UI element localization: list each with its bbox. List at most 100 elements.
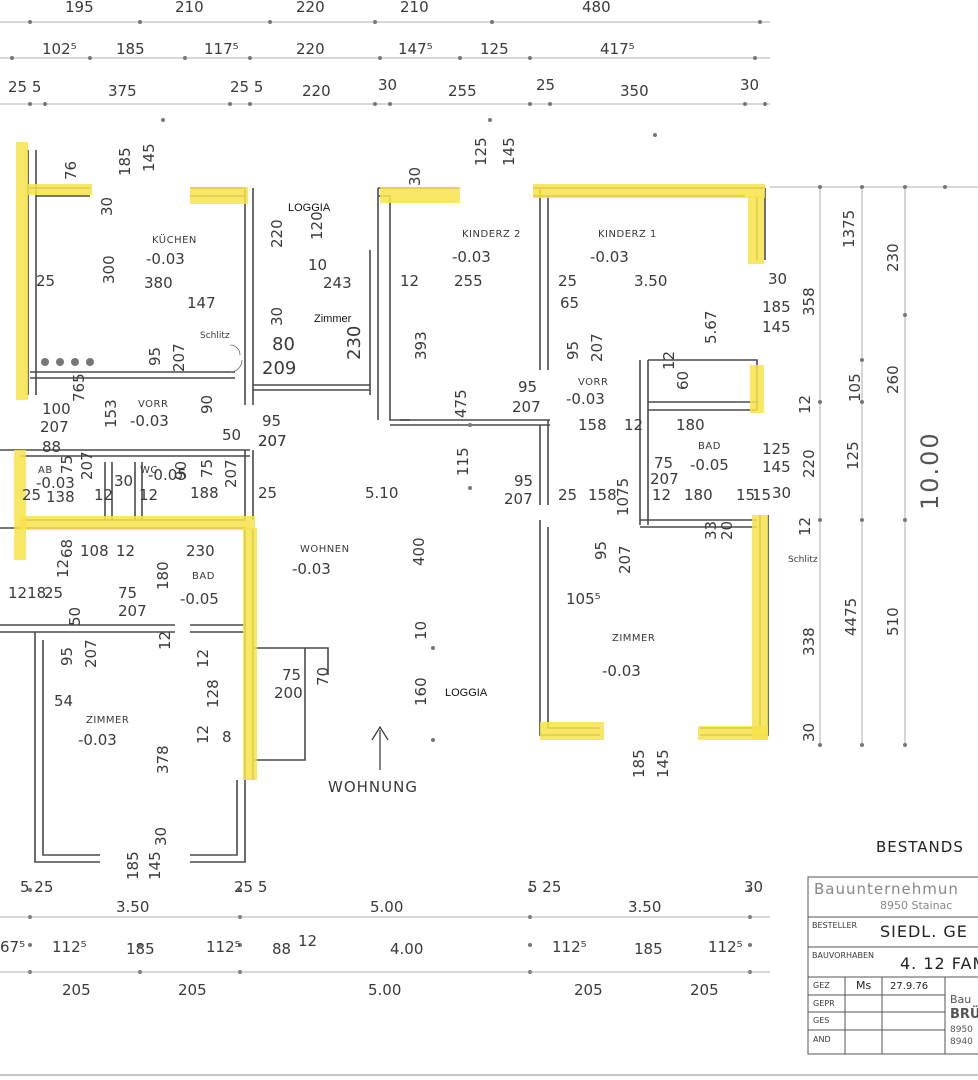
schlitz-label-1: Schlitz: [200, 331, 230, 341]
highlight-left-wall-top: [28, 184, 92, 195]
dim-inner: 50: [222, 426, 242, 444]
dim-top-3: 220: [296, 0, 325, 16]
dim-top3-5: 30: [378, 76, 398, 94]
dim-inner: 475: [452, 389, 470, 418]
dim-inner: 358: [800, 287, 818, 316]
dim-inner: 30: [114, 472, 134, 490]
dim-inner: 125: [762, 440, 791, 458]
room-zimmer-right-name: ZIMMER: [612, 633, 656, 644]
title-block-company: Bauunternehmun: [814, 880, 959, 898]
room-wohnen-level: -0.03: [292, 560, 331, 578]
dim-inner: 25: [36, 272, 56, 290]
dim-bottom3-3: 185: [126, 940, 155, 958]
dim-inner: 105⁵: [566, 590, 601, 608]
dim-inner: 153: [102, 399, 120, 428]
dim-top2-2: 185: [116, 40, 145, 58]
dim-top-1: 195: [65, 0, 94, 16]
dim-inner: 185: [630, 749, 648, 778]
dim-inner: 25: [558, 272, 578, 290]
schlitz-label-2: Schlitz: [788, 555, 818, 565]
dim-inner: 207: [222, 459, 240, 488]
dim-top2-6: 125: [480, 40, 509, 58]
dim-inner: 255: [454, 272, 483, 290]
dim-inner: 12: [94, 486, 114, 504]
dim-inner: 50: [66, 606, 84, 626]
dim-inner: 95: [146, 346, 164, 366]
dim-inner: 230: [344, 325, 365, 360]
dim-inner: 185: [116, 147, 134, 176]
dim-inner: 20: [718, 520, 736, 540]
dim-inner: 8: [222, 728, 232, 746]
dim-inner: 68: [58, 538, 76, 558]
dim-inner: 243: [323, 274, 352, 292]
dim-inner: 108: [80, 542, 109, 560]
dim-inner: 185: [124, 851, 142, 880]
dim-inner: 207: [504, 490, 533, 508]
dim-bottom2-1: 3.50: [116, 898, 150, 916]
dim-inner: 80: [272, 334, 295, 355]
dim-top3-9: 30: [740, 76, 760, 94]
room-vorr-left-level: -0.03: [130, 412, 169, 430]
room-kinderz2-level: -0.03: [452, 248, 491, 266]
title-block-stamp-1: Bau: [950, 993, 972, 1006]
dim-top2-5: 147⁵: [398, 40, 433, 58]
dim-inner: 95: [564, 340, 582, 360]
dim-bottom1-1: 5 25: [20, 878, 54, 896]
room-bad-left-name: BAD: [192, 571, 215, 582]
dim-inner: 400: [410, 537, 428, 566]
dim-inner: 30: [768, 270, 788, 288]
stove-burners: [41, 358, 94, 366]
dim-inner: 188: [190, 484, 219, 502]
highlight-kinderz1-top: [533, 184, 765, 198]
room-bad-right-name: BAD: [698, 441, 721, 452]
dim-inner: 95: [262, 412, 282, 430]
room-kinderz2-name: KINDERZ 2: [462, 229, 521, 240]
top-dimension-ticks: [10, 20, 767, 106]
title-block-gepr: GEPR: [813, 999, 835, 1008]
dim-inner: 90: [198, 394, 216, 414]
highlight-right-zimmer: [752, 515, 768, 740]
dim-inner: 30: [268, 306, 286, 326]
dim-top3-8: 350: [620, 82, 649, 100]
title-block-initials: Ms: [856, 979, 872, 992]
dim-inner: 12: [194, 648, 212, 668]
dim-bottom4-2: 205: [178, 981, 207, 999]
dim-inner: 95: [518, 378, 538, 396]
door-arcs: [229, 344, 243, 373]
dim-inner: 25: [558, 486, 578, 504]
dim-inner: 128: [204, 679, 222, 708]
dim-inner: 145: [654, 749, 672, 778]
dim-inner: 120: [308, 211, 326, 240]
dim-inner: 12: [400, 272, 420, 290]
dim-inner: 147: [187, 294, 216, 312]
dim-inner: 90: [172, 460, 190, 480]
dim-inner: 12: [796, 516, 814, 536]
dim-inner: 5.67: [702, 310, 720, 344]
dim-inner: 30: [152, 826, 170, 846]
dim-inner: 185: [762, 298, 791, 316]
highlight-left-wall-upper: [16, 142, 28, 400]
dim-inner: 207: [40, 418, 69, 436]
dim-inner: 207: [650, 470, 679, 488]
dim-inner: 60: [674, 370, 692, 390]
dim-inner: 10: [308, 256, 328, 274]
highlight-left-vertical: [243, 528, 257, 780]
title-block-frame: [807, 876, 978, 1055]
dim-inner: 207: [512, 398, 541, 416]
dim-inner: 95: [592, 540, 610, 560]
dim-inner: 1375: [840, 209, 858, 248]
dim-bottom4-3: 5.00: [368, 981, 402, 999]
dim-inner: 54: [54, 692, 74, 710]
room-bad-left-level: -0.05: [180, 590, 219, 608]
dim-inner: 30: [98, 196, 116, 216]
dim-inner: 75: [198, 458, 216, 478]
dim-inner: 145: [140, 143, 158, 172]
dim-inner: 138: [46, 488, 75, 506]
dim-inner: 207: [588, 333, 606, 362]
room-kuche-name: KÜCHEN: [152, 235, 197, 246]
room-kinderz1-name: KINDERZ 1: [598, 229, 657, 240]
dim-inner: 10: [412, 620, 430, 640]
dim-inner: 260: [884, 365, 902, 394]
dim-bottom4-5: 205: [690, 981, 719, 999]
dim-inner: 230: [186, 542, 215, 560]
